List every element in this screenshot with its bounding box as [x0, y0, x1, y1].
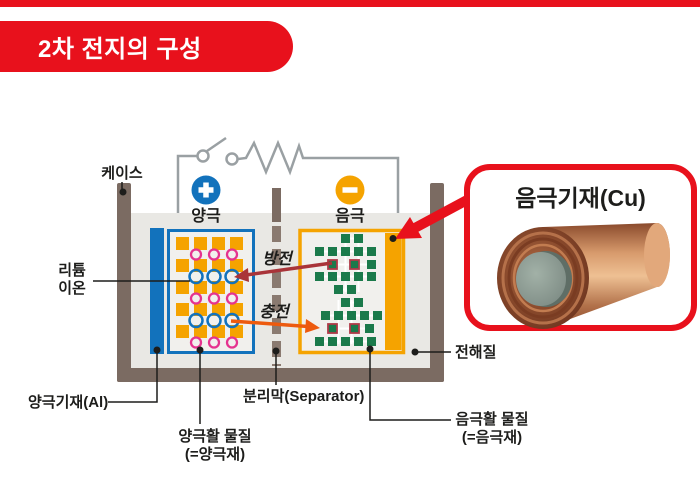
positive-active-material-label-line2: (=양극재) [185, 446, 245, 463]
page-title-banner: 2차 전지의 구성 [0, 21, 293, 72]
negative-active-material-label-line1: 음극활 물질 [455, 410, 528, 428]
switch-icon [196, 136, 239, 166]
electrolyte-label: 전해질 [455, 343, 496, 361]
charge-label: 충전 [259, 303, 291, 321]
discharge-arrow-icon [234, 261, 333, 282]
label-dots [119, 188, 419, 356]
resistor-icon [237, 139, 400, 231]
case-label: 케이스 [101, 165, 143, 182]
label-connectors [93, 182, 451, 424]
circuit-wires [176, 136, 400, 231]
negative-terminal: 음극 [335, 175, 365, 225]
plus-icon [198, 182, 214, 198]
negative-current-collector [385, 233, 402, 350]
positive-terminal-label: 양극 [191, 207, 221, 225]
negative-electrode [298, 228, 406, 355]
positive-active-material-label-line1: 양극활 물질 [178, 427, 251, 445]
lithium-ion-label-line2: 이온 [58, 280, 86, 297]
top-accent-bar [0, 0, 700, 7]
callout-arrow-icon [395, 195, 470, 239]
separator [272, 188, 281, 366]
negative-active-material-label-line2: (=음극재) [462, 429, 522, 446]
separator-label: 분리막(Separator) [243, 387, 364, 405]
lithium-ion-label-line1: 리튬 [58, 262, 86, 279]
anode-material-squares [315, 234, 382, 346]
positive-electrode [150, 228, 255, 354]
negative-terminal-label: 음극 [335, 207, 365, 225]
positive-substrate-label: 양극기재(Al) [28, 394, 108, 411]
callout-title: 음극기재(Cu) [515, 185, 646, 211]
charge-arrow-icon [230, 319, 320, 333]
copper-foil-roll-image [496, 223, 670, 329]
positive-terminal: 양극 [191, 175, 221, 225]
page-title: 2차 전지의 구성 [38, 36, 202, 63]
cathode-material-squares [176, 237, 243, 338]
positive-current-collector [150, 228, 164, 354]
copper-substrate-callout: 음극기재(Cu) [464, 164, 697, 331]
discharge-label: 방전 [262, 250, 294, 268]
battery-case [117, 183, 444, 382]
